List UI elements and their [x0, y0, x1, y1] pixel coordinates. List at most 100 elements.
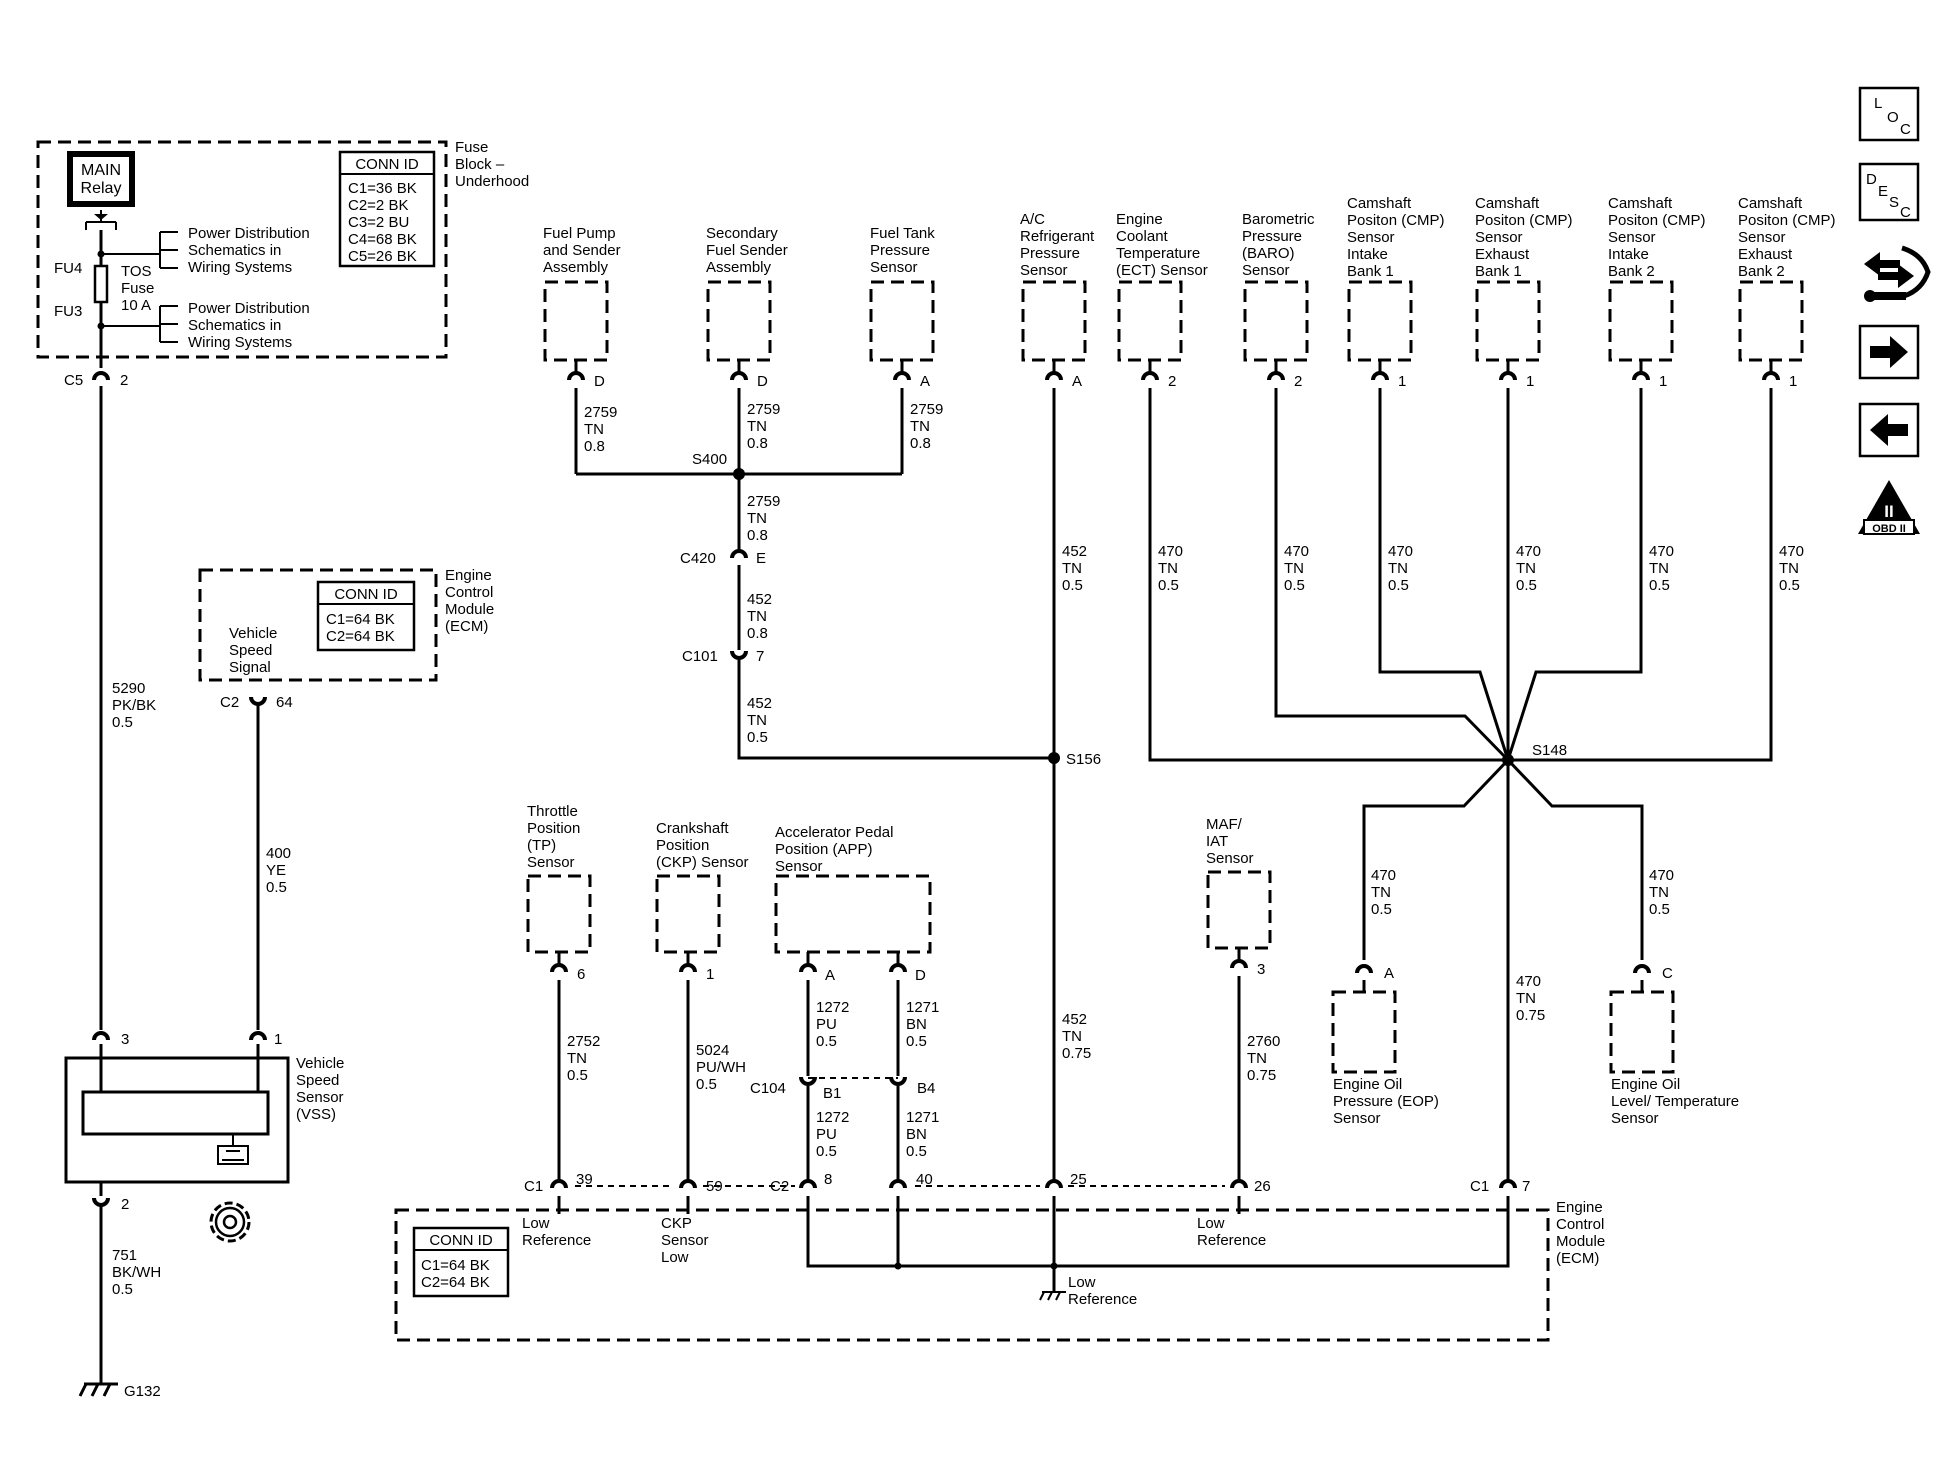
svg-text:A: A — [920, 373, 930, 390]
connector-c420: C420 E — [680, 549, 766, 567]
svg-text:CONN ID: CONN ID — [355, 156, 419, 173]
svg-text:C2=64 BK: C2=64 BK — [421, 1274, 490, 1291]
svg-text:A: A — [1072, 373, 1082, 390]
loc-button[interactable]: L O C — [1858, 86, 1920, 142]
svg-text:26: 26 — [1254, 1178, 1271, 1195]
svg-text:A: A — [825, 967, 835, 984]
wiring-repair-icon[interactable] — [1864, 245, 1931, 302]
svg-text:25: 25 — [1070, 1171, 1087, 1188]
svg-text:1: 1 — [1398, 373, 1406, 390]
ground-icon — [78, 1382, 118, 1397]
svg-text:C2: C2 — [220, 694, 239, 711]
svg-text:S148: S148 — [1532, 742, 1567, 759]
svg-text:C1=64 BK: C1=64 BK — [326, 611, 395, 628]
svg-text:2: 2 — [121, 1196, 129, 1213]
svg-text:64: 64 — [276, 694, 293, 711]
svg-text:C4=68 BK: C4=68 BK — [348, 231, 417, 248]
obd-ii-icon[interactable]: II OBD II — [1858, 480, 1920, 535]
svg-text:CONN ID: CONN ID — [429, 1232, 493, 1249]
svg-text:C: C — [1900, 121, 1911, 138]
splice-s156 — [1048, 752, 1060, 764]
svg-text:E: E — [756, 550, 766, 567]
svg-text:39: 39 — [576, 1171, 593, 1188]
svg-text:Relay: Relay — [81, 180, 122, 197]
svg-text:1: 1 — [1659, 373, 1667, 390]
svg-text:3: 3 — [1257, 961, 1265, 978]
svg-text:S400: S400 — [692, 451, 727, 468]
tos-fuse — [93, 264, 109, 304]
desc-button[interactable]: D E S C — [1858, 162, 1920, 222]
fuse-block-conn-id: CONN ID C1=36 BK C2=2 BK C3=2 BU C4=68 B… — [338, 150, 436, 268]
arrow-left-icon — [1870, 414, 1908, 446]
prev-arrow-button[interactable] — [1858, 402, 1920, 458]
svg-text:MAIN: MAIN — [81, 162, 121, 179]
svg-text:B4: B4 — [917, 1080, 935, 1097]
svg-text:C5: C5 — [64, 372, 83, 389]
svg-text:C104: C104 — [750, 1080, 786, 1097]
svg-text:S156: S156 — [1066, 751, 1101, 768]
next-arrow-button[interactable] — [1858, 324, 1920, 380]
svg-text:O: O — [1887, 109, 1899, 126]
svg-text:C2: C2 — [770, 1178, 789, 1195]
svg-text:C: C — [1900, 204, 1911, 221]
svg-text:C2=2 BK: C2=2 BK — [348, 197, 408, 214]
svg-text:59: 59 — [706, 1178, 723, 1195]
svg-text:C1=64 BK: C1=64 BK — [421, 1257, 490, 1274]
svg-text:C1: C1 — [1470, 1178, 1489, 1195]
svg-text:D: D — [757, 373, 768, 390]
splice-s148 — [1502, 754, 1514, 766]
svg-text:II: II — [1884, 502, 1893, 521]
svg-text:6: 6 — [577, 966, 585, 983]
svg-text:2: 2 — [1168, 373, 1176, 390]
svg-text:E: E — [1878, 183, 1888, 200]
svg-text:40: 40 — [916, 1171, 933, 1188]
gear-icon — [209, 1201, 251, 1243]
fu3-label: FU3 — [54, 303, 82, 320]
svg-text:CONN ID: CONN ID — [334, 586, 398, 603]
svg-text:C2=64 BK: C2=64 BK — [326, 628, 395, 645]
connector-c104: C104 B1 B4 — [750, 1076, 935, 1102]
svg-text:1: 1 — [274, 1031, 282, 1048]
